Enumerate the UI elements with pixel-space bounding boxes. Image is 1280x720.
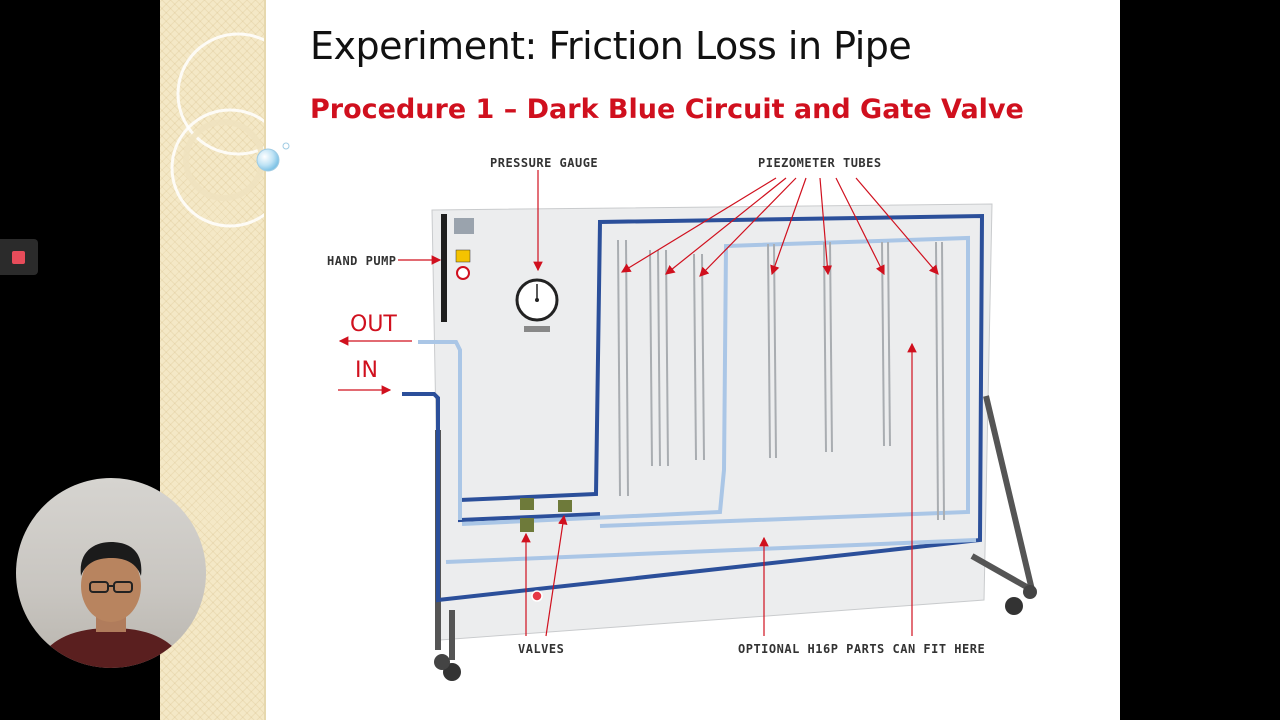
label-valves: VALVES (518, 642, 565, 656)
bubble-ornament (256, 148, 280, 172)
slide-title: Experiment: Friction Loss in Pipe (310, 24, 912, 68)
record-stop-icon[interactable] (0, 239, 38, 275)
presentation-slide: Experiment: Friction Loss in Pipe Proced… (160, 0, 1120, 720)
bubble-ornament-small (282, 142, 290, 150)
hand-pump (441, 214, 471, 322)
manufacturer-plate (454, 218, 474, 234)
flow-arrows (338, 336, 412, 395)
record-stop-square (12, 251, 25, 264)
apparatus-board (431, 203, 1037, 681)
label-hand-pump: HAND PUMP (327, 254, 397, 268)
light-blue-pipe-circuit (418, 235, 977, 564)
pressure-gauge (515, 278, 559, 332)
laser-pointer-dot (531, 590, 543, 602)
piezometer-tubes (617, 239, 945, 521)
presenter-webcam (16, 478, 206, 668)
slide-subtitle: Procedure 1 – Dark Blue Circuit and Gate… (310, 94, 1024, 125)
label-optional-parts: OPTIONAL H16P PARTS CAN FIT HERE (738, 642, 986, 656)
annotation-arrows (398, 170, 939, 637)
flow-label-in: IN (355, 358, 378, 383)
label-piezometer-tubes: PIEZOMETER TUBES (758, 156, 882, 170)
label-pressure-gauge: PRESSURE GAUGE (490, 156, 599, 170)
flow-label-out: OUT (350, 312, 397, 337)
valves (520, 498, 572, 532)
apparatus-diagram (256, 142, 1037, 681)
presenter-silhouette (36, 542, 186, 668)
